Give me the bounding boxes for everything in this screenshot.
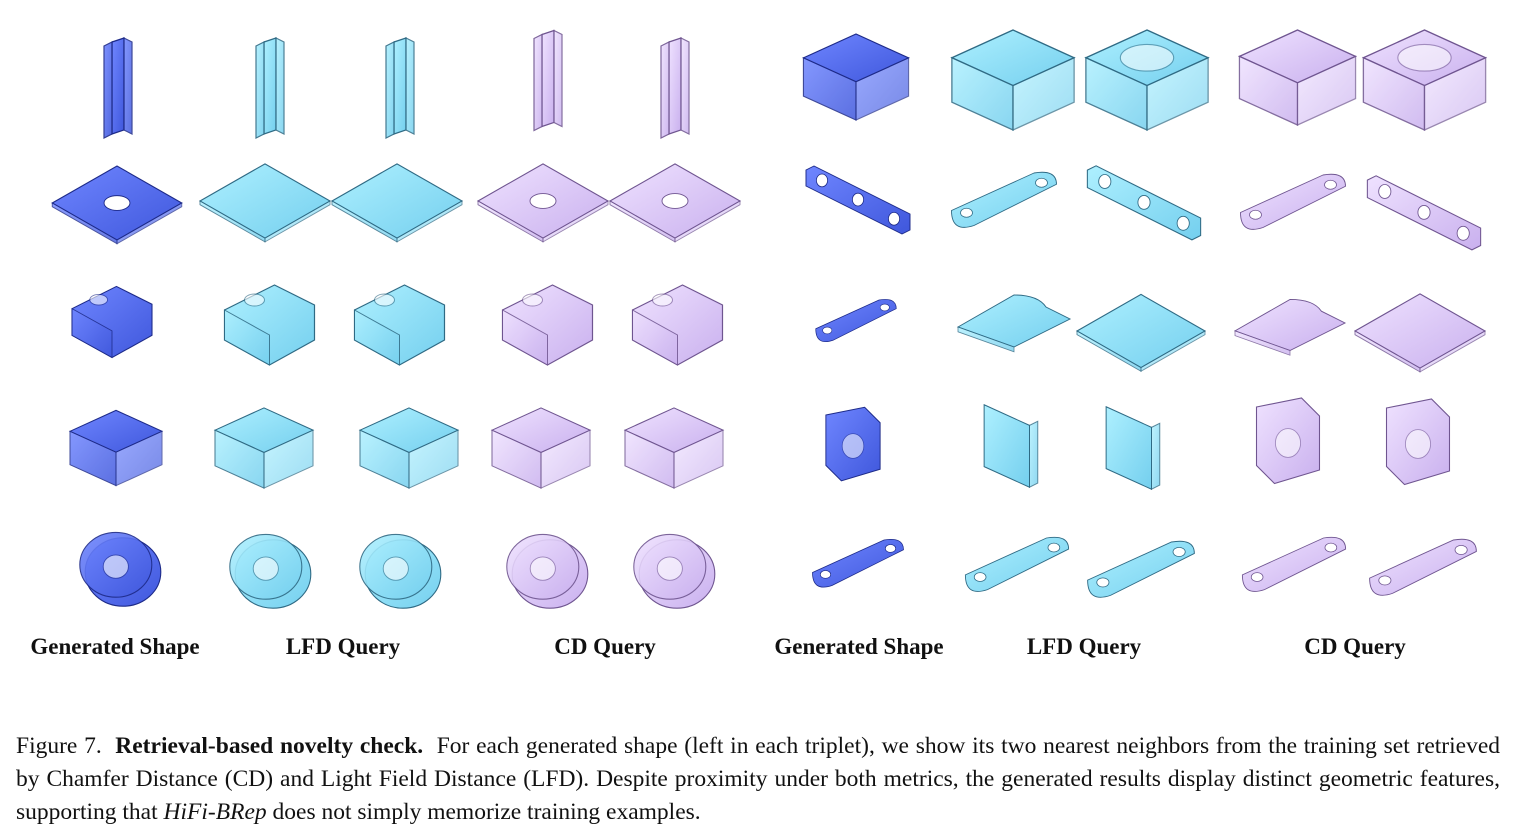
left-row1-cd-2 (660, 37, 690, 139)
right-row2-lfd-1 (950, 171, 1058, 228)
right-row4-cd-2 (1385, 398, 1451, 486)
left-row2-lfd-2 (331, 163, 463, 243)
left-row4-cd-1 (491, 407, 591, 489)
right-row4-generated (825, 406, 881, 482)
right-row1-generated (802, 33, 910, 121)
right-row1-cd-1 (1238, 29, 1357, 126)
right-row1-lfd-2 (1085, 29, 1209, 131)
caption-method-name: HiFi-BRep (163, 798, 267, 825)
left-row5-cd-2 (633, 533, 716, 609)
left-row5-lfd-2 (359, 533, 442, 609)
figure-caption: Figure 7. Retrieval-based novelty check.… (16, 730, 1500, 829)
right-generated-label: Generated Shape (774, 634, 944, 659)
left-row1-generated (103, 37, 133, 139)
right-row2-lfd-2 (1086, 165, 1202, 241)
right-row5-lfd-1 (964, 536, 1070, 593)
right-row5-generated (812, 538, 904, 588)
left-row3-lfd-1 (223, 284, 316, 366)
right-row3-lfd-2 (1076, 293, 1206, 372)
right-row3-generated (815, 299, 897, 343)
left-row2-generated (51, 165, 183, 245)
right-row5-cd-2 (1369, 538, 1477, 596)
right-row2-cd-2 (1366, 175, 1482, 251)
left-row2-cd-1 (477, 163, 609, 243)
right-row4-lfd-2 (1105, 406, 1161, 490)
left-row5-generated (79, 531, 162, 607)
right-row3-cd-2 (1354, 293, 1486, 373)
left-row2-lfd-1 (199, 163, 331, 243)
right-row5-cd-1 (1241, 536, 1347, 593)
right-row1-lfd-1 (951, 29, 1075, 131)
right-row2-generated (805, 165, 911, 235)
left-row3-lfd-2 (353, 284, 446, 366)
left-row4-generated (69, 409, 163, 487)
left-row4-lfd-2 (359, 407, 459, 489)
left-row1-lfd-1 (255, 37, 285, 139)
left-row3-generated (71, 285, 153, 359)
left-cd-label: CD Query (554, 634, 656, 659)
left-generated-label: Generated Shape (30, 634, 200, 659)
left-row1-cd-1 (533, 29, 563, 132)
left-lfd-label: LFD Query (285, 634, 401, 659)
right-row4-cd-1 (1255, 397, 1321, 485)
left-row5-cd-1 (506, 533, 589, 609)
left-row3-cd-2 (631, 284, 724, 366)
right-row3-lfd-1 (957, 294, 1071, 353)
right-row3-cd-1 (1234, 298, 1346, 356)
left-row4-cd-2 (624, 407, 724, 489)
right-row2-cd-1 (1239, 173, 1347, 230)
left-row2-cd-2 (609, 163, 741, 243)
figure-panel: Generated Shape LFD Query CD Query Gener… (30, 29, 1487, 659)
right-cd-label: CD Query (1304, 634, 1406, 659)
right-row1-cd-2 (1362, 29, 1487, 131)
caption-figure-label: Figure 7. (16, 732, 102, 759)
right-row5-lfd-2 (1087, 540, 1195, 598)
caption-title: Retrieval-based novelty check. (115, 732, 424, 759)
left-row1-lfd-2 (385, 37, 415, 139)
left-row4-lfd-1 (214, 407, 314, 489)
caption-text-1: For each generated shape (left in each t… (16, 732, 1500, 825)
right-row4-lfd-1 (983, 404, 1039, 488)
left-row5-lfd-1 (229, 533, 312, 609)
left-row3-cd-1 (501, 284, 594, 366)
right-lfd-label: LFD Query (1026, 634, 1142, 659)
caption-text-2: does not simply memorize training exampl… (272, 798, 701, 825)
